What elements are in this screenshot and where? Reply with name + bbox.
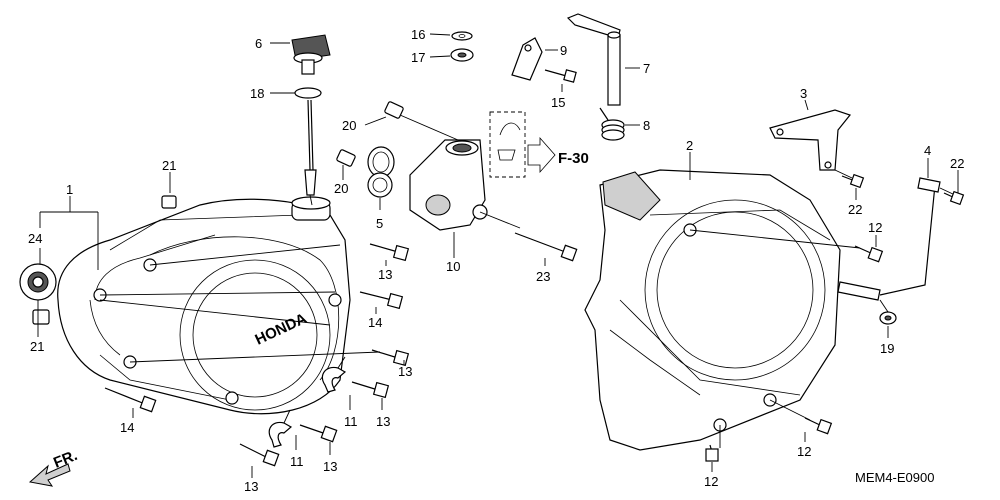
callout-10: 10 (446, 259, 460, 274)
nut-top (450, 48, 474, 62)
bolt-14b (104, 387, 157, 413)
callout-21b: 21 (30, 339, 44, 354)
reference-box (489, 111, 556, 178)
callout-13d: 13 (323, 459, 337, 474)
dowel-21-lower (32, 309, 50, 325)
callout-12a: 12 (868, 220, 882, 235)
bolt-13e (299, 424, 338, 443)
bolt-13b (371, 349, 410, 367)
callout-12b: 12 (797, 444, 811, 459)
callout-11b: 11 (290, 454, 304, 469)
callout-7: 7 (643, 61, 650, 76)
reference-label: F-30 (558, 150, 589, 167)
plate-bolt (544, 69, 577, 83)
bracket (769, 109, 853, 179)
nut-19 (879, 311, 897, 325)
stay (837, 177, 956, 313)
callout-19: 19 (880, 341, 894, 356)
lifter-plate (511, 37, 543, 81)
callout-18: 18 (250, 86, 264, 101)
callout-22a: 22 (950, 156, 964, 171)
long-bolt (514, 232, 578, 262)
callout-12c: 12 (704, 474, 718, 489)
bolt-22a (841, 173, 865, 189)
callout-2: 2 (686, 138, 693, 153)
callout-8: 8 (643, 118, 650, 133)
callout-14a: 14 (368, 315, 382, 330)
clutch-lifter-arm (566, 13, 621, 106)
left-crankcase-cover (57, 196, 381, 415)
callout-labels: 1 2 3 4 5 6 7 8 9 10 11 11 12 12 12 13 1… (28, 27, 964, 494)
callout-23: 23 (536, 269, 550, 284)
callout-13b: 13 (398, 364, 412, 379)
front-arrow-label: FR. (51, 447, 80, 472)
callout-9: 9 (560, 43, 567, 58)
bolt-12b (804, 417, 833, 435)
callout-11a: 11 (344, 414, 358, 429)
callout-20a: 20 (342, 118, 356, 133)
callout-1: 1 (66, 182, 73, 197)
clip-upper (321, 356, 347, 393)
oil-seal (19, 263, 57, 301)
washer-top (451, 31, 473, 41)
callout-16: 16 (411, 27, 425, 42)
clutch-lifter-housing (409, 139, 521, 231)
callout-4: 4 (924, 143, 931, 158)
dowel-pin-upper (384, 101, 459, 141)
bolt-14a (359, 291, 404, 310)
dipstick-o-ring (294, 87, 322, 99)
bolt-12a (854, 245, 884, 263)
clip-lower (268, 409, 293, 448)
bolt-12c (705, 444, 719, 462)
callout-22b: 22 (848, 202, 862, 217)
callout-13a: 13 (378, 267, 392, 282)
callout-3: 3 (800, 86, 807, 101)
bolt-13d (239, 443, 280, 467)
callout-5: 5 (376, 216, 383, 231)
front-direction-arrow: FR. (28, 447, 80, 487)
callout-6: 6 (255, 36, 262, 51)
o-ring (367, 146, 395, 198)
bolt-13a (369, 243, 410, 262)
callout-24: 24 (28, 231, 42, 246)
callout-20b: 20 (334, 181, 348, 196)
oil-filler-cap-dipstick (291, 34, 331, 206)
callout-17: 17 (411, 50, 425, 65)
bolt-13c (351, 381, 390, 399)
return-spring (599, 107, 625, 141)
dowel-21-upper (161, 195, 177, 209)
dowel-pin-lower (336, 149, 356, 167)
leader-lines (37, 33, 959, 478)
bolt-22b (943, 190, 965, 206)
right-side-cover (584, 169, 861, 451)
callout-13e: 13 (244, 479, 258, 494)
callout-13c: 13 (376, 414, 390, 429)
diagram-code: MEM4-E0900 (855, 470, 934, 485)
callout-15: 15 (551, 95, 565, 110)
callout-14b: 14 (120, 420, 134, 435)
callout-21a: 21 (162, 158, 176, 173)
